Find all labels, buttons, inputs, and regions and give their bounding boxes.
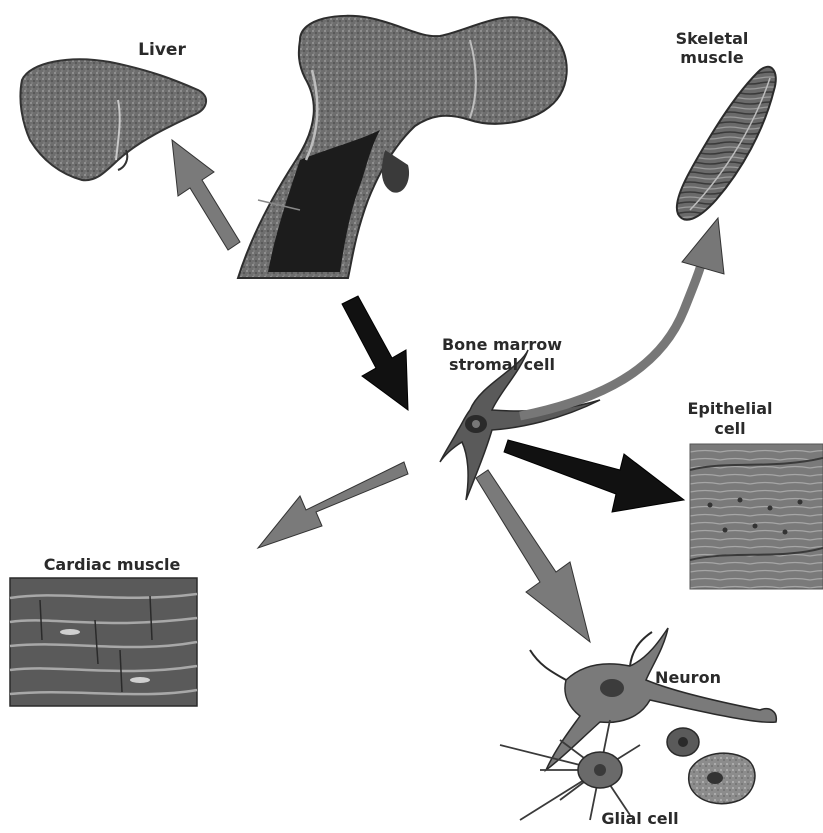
arrow-to-stromal-cell (342, 296, 408, 410)
arrow-to-cardiac-muscle (258, 462, 408, 548)
epithelial-cell-label-line1: Epithelial (687, 399, 772, 418)
arrow-to-neuron (476, 470, 590, 642)
stromal-cell-label-line1: Bone marrow (442, 335, 562, 354)
stromal-cell-label-line2: stromal cell (449, 355, 555, 374)
skeletal-muscle-label-line1: Skeletal (676, 29, 749, 48)
neuron-illustration (530, 628, 776, 770)
epithelial-cell-label-line2: cell (714, 419, 745, 438)
cardiac-muscle-label: Cardiac muscle (44, 555, 181, 574)
liver-label: Liver (138, 40, 186, 60)
glial-cell-label: Glial cell (601, 809, 678, 828)
neuron-label: Neuron (655, 668, 721, 687)
femur-illustration (238, 16, 567, 278)
skeletal-muscle-illustration (677, 67, 776, 220)
epithelial-cell-illustration (690, 444, 823, 589)
arrow-to-epithelial-cell (504, 440, 684, 512)
arrow-to-liver (172, 140, 240, 250)
cardiac-muscle-illustration (10, 578, 197, 706)
arrow-to-skeletal-muscle (520, 218, 724, 416)
skeletal-muscle-label-line2: muscle (680, 48, 744, 67)
glial-cell-illustration (500, 720, 755, 820)
